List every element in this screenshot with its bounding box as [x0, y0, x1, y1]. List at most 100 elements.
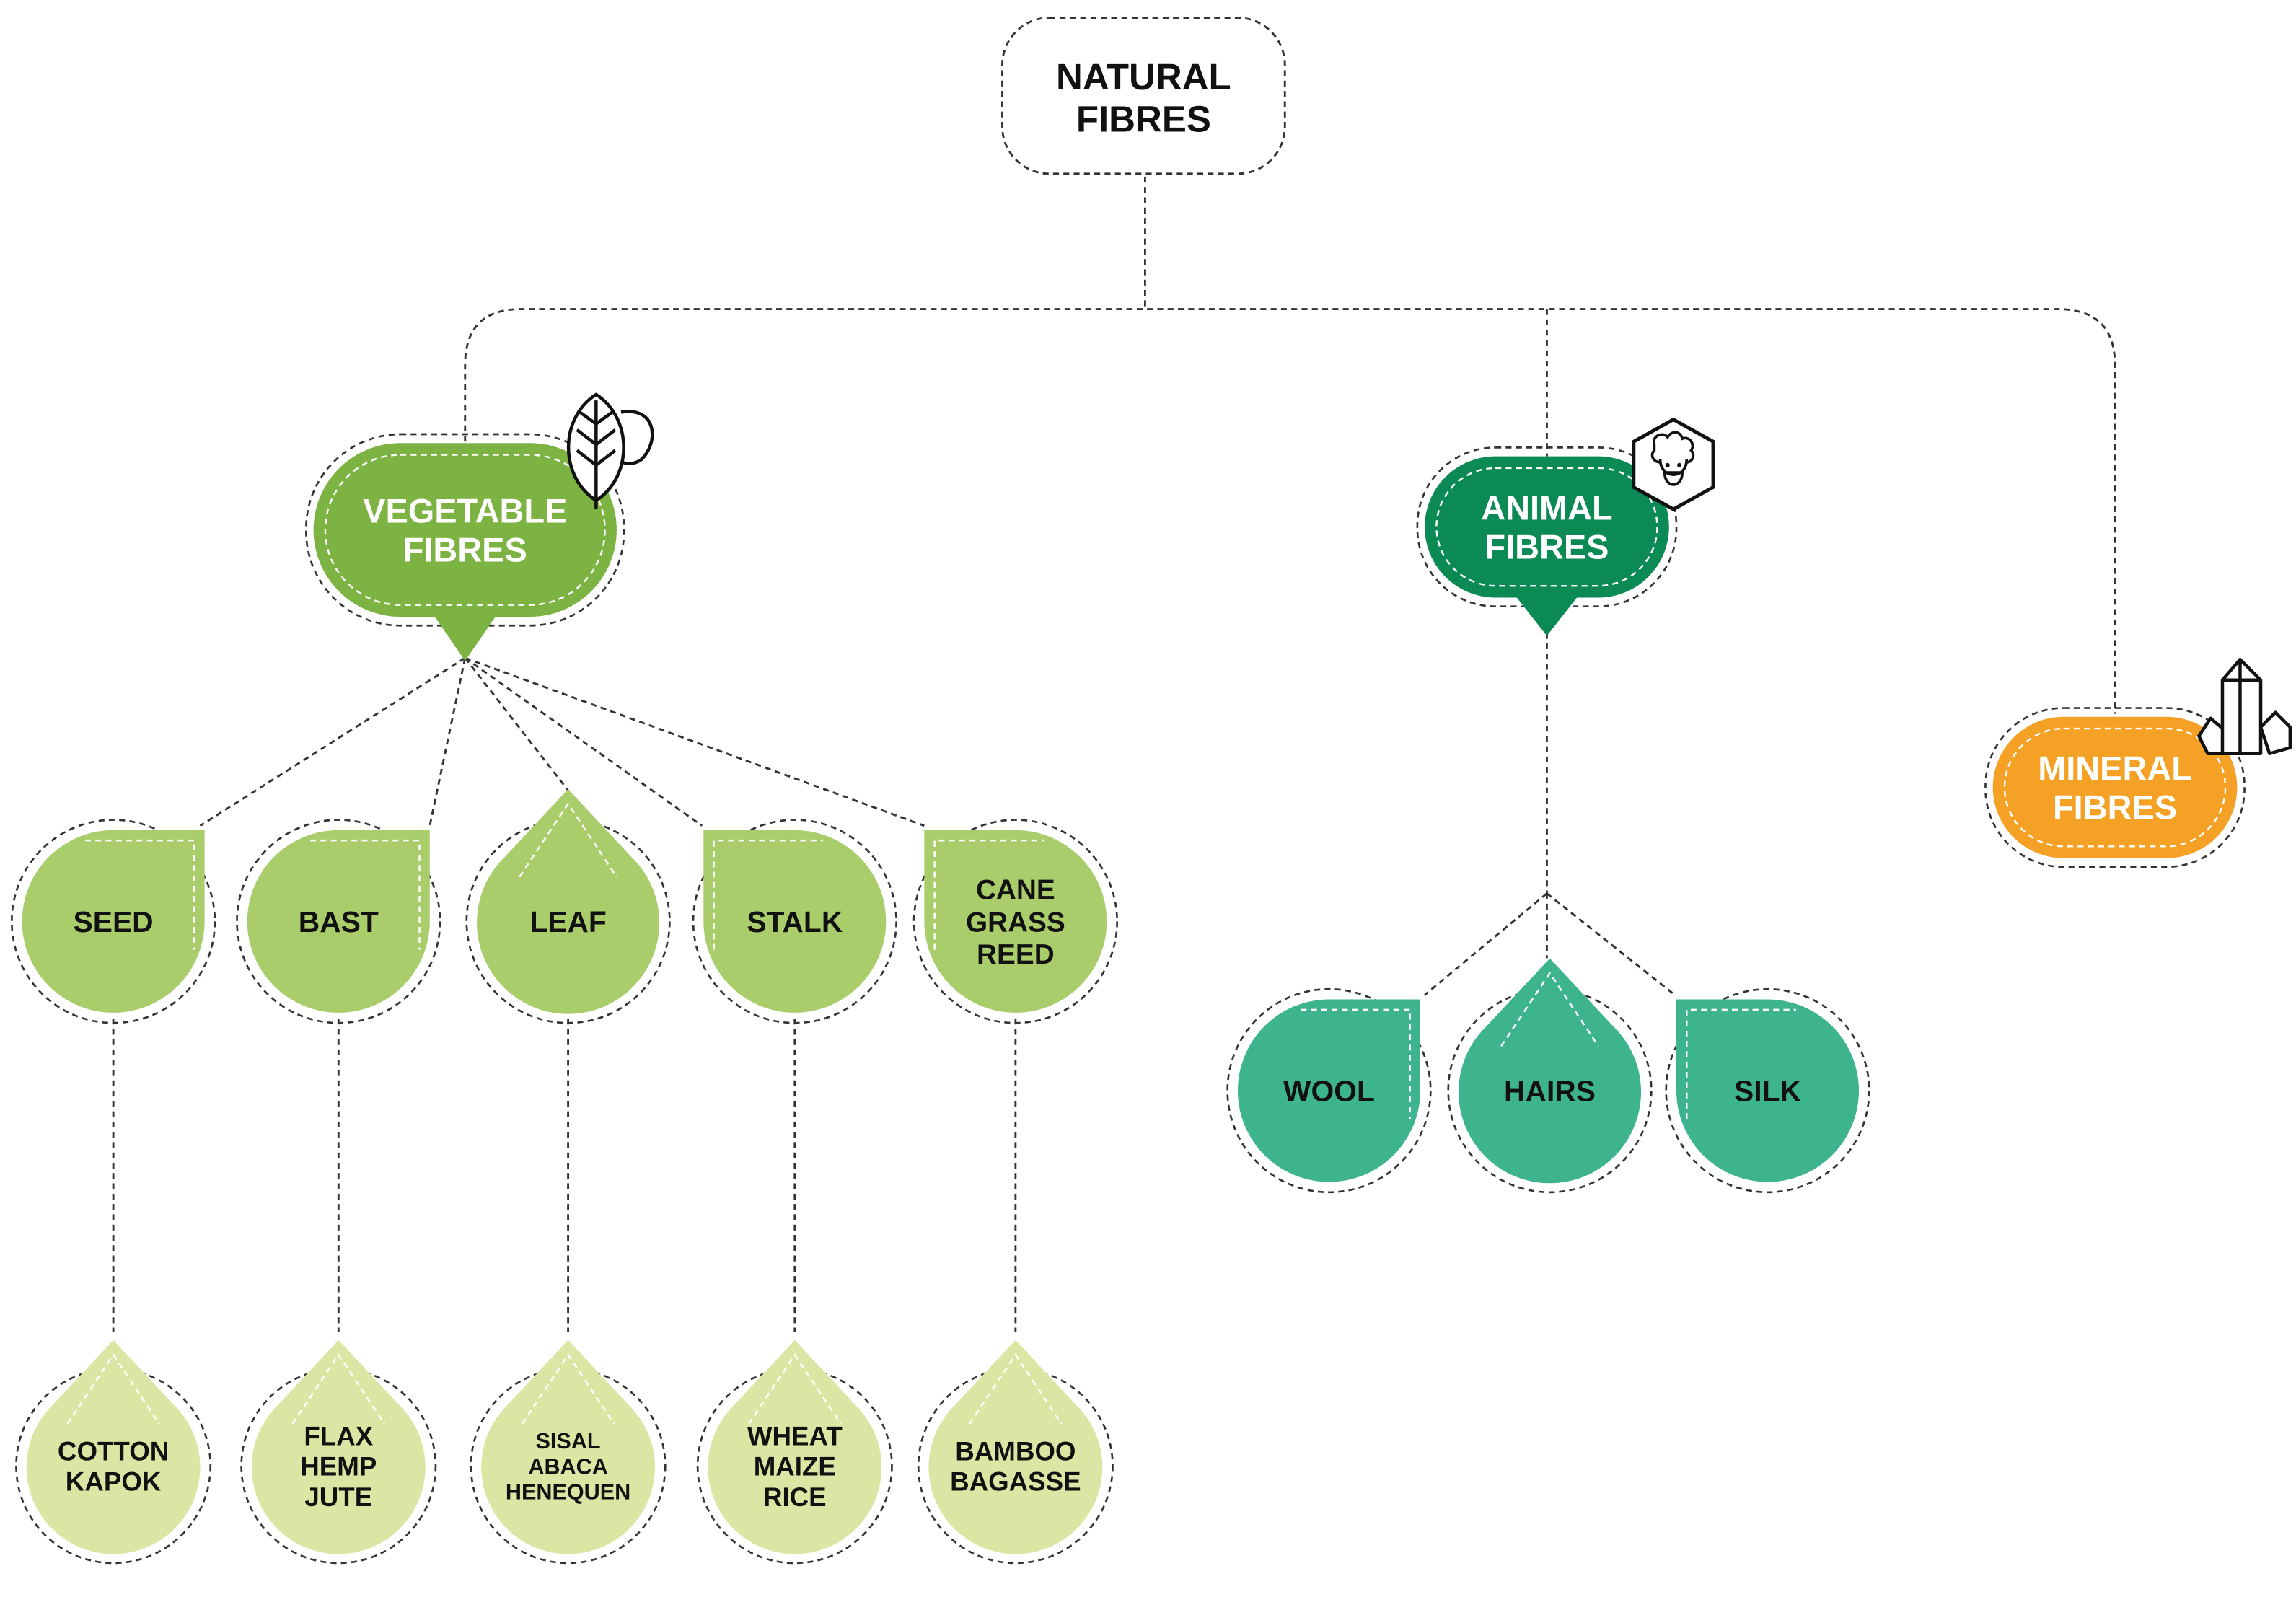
vegetable-fibres-node-shape — [313, 443, 617, 617]
vegetable-example-3-label-line-2: ABACA — [528, 1454, 607, 1479]
vegetable-example-1[interactable] — [15, 1339, 212, 1565]
animal-type-1-outline — [1226, 987, 1432, 1194]
vegetable-example-5-label-line-2: BAGASSE — [950, 1467, 1081, 1497]
mineral-fibres-node-label-line-2: FIBRES — [2053, 789, 2177, 827]
vegetable-type-5-label-line-2: GRASS — [966, 907, 1065, 938]
vegetable-type-4[interactable] — [692, 819, 897, 1024]
mineral-fibres-node[interactable] — [1984, 707, 2246, 868]
vegetable-type-1-label-line-1: SEED — [74, 905, 154, 938]
mineral-fibres-node-outline — [1984, 707, 2246, 868]
vegetable-fibres-node-label-line-2: FIBRES — [403, 532, 527, 569]
vegetable-example-5-shape — [928, 1339, 1103, 1554]
animal-type-2-inner-guide — [1500, 971, 1599, 1047]
vegetable-example-4[interactable] — [696, 1339, 893, 1565]
animal-type-1-shape — [1237, 999, 1420, 1182]
vegetable-example-1-label-line-2: KAPOK — [66, 1467, 162, 1497]
vegetable-type-2-label-line-1: BAST — [299, 905, 379, 938]
vegetable-fibres-node-outline — [305, 433, 625, 627]
vegetable-type-5[interactable] — [912, 819, 1118, 1024]
connectors — [112, 176, 2116, 1332]
mineral-fibres-node-shape — [1992, 716, 2238, 858]
vegetable-type-4-shape — [703, 830, 887, 1013]
root-node-label-line-2: FIBRES — [1076, 98, 1211, 139]
vegetable-example-2-label-line-1: FLAX — [304, 1421, 373, 1451]
root-branch — [464, 308, 2116, 714]
vegetable-example-2-label-line-2: HEMP — [300, 1452, 377, 1482]
animal-type-2-label-line-1: HAIRS — [1504, 1075, 1596, 1108]
animal-type-3-shape — [1676, 999, 1860, 1182]
vegetable-type-5-outline — [912, 819, 1118, 1024]
vegetable-type-3[interactable] — [465, 788, 671, 1024]
vegetable-fibres-node-label-line-1: VEGETABLE — [363, 493, 567, 530]
vegetable-type-4-outline — [692, 819, 897, 1024]
root-node-outline — [1001, 17, 1286, 175]
animal-type-3-label-line-1: SILK — [1734, 1075, 1801, 1108]
animal-type-1[interactable] — [1226, 987, 1432, 1194]
vegetable-type-1-shape — [22, 830, 205, 1013]
animal-fibres-node-pointer — [1514, 594, 1580, 636]
vegetable-type-4-label-line-1: STALK — [747, 905, 843, 938]
vegetable-example-3-inner-guide — [521, 1352, 615, 1425]
root-node-label-line-1: NATURAL — [1056, 56, 1231, 97]
vegetable-type-2[interactable] — [236, 819, 441, 1024]
crystal-icon — [2197, 657, 2292, 756]
vegetable-example-3-label-line-1: SISAL — [536, 1429, 601, 1453]
vegetable-link-4 — [464, 656, 703, 827]
animal-link-3 — [1546, 892, 1676, 996]
animal-type-3-outline — [1665, 987, 1870, 1194]
vegetable-example-4-shape — [708, 1339, 882, 1554]
vegetable-type-5-label-line-3: REED — [977, 939, 1055, 970]
animal-type-3-inner-guide — [1686, 1008, 1796, 1119]
mineral-fibres-node-inner-guide — [2003, 727, 2227, 848]
vegetable-example-5[interactable] — [917, 1339, 1114, 1565]
vegetable-example-4-label-line-3: RICE — [763, 1482, 827, 1512]
vegetable-example-1-shape — [26, 1339, 201, 1554]
animal-fibres-node-inner-guide — [1435, 467, 1658, 587]
root-node[interactable] — [1001, 17, 1286, 175]
vegetable-example-4-label-line-1: WHEAT — [747, 1421, 843, 1451]
vegetable-link-1 — [199, 656, 466, 827]
leaf-icon — [567, 392, 654, 510]
vegetable-example-1-label-line-1: COTTON — [58, 1436, 169, 1466]
vegetable-fibres-node[interactable] — [305, 433, 625, 661]
vegetable-type-2-inner-guide — [310, 839, 421, 950]
sheep-icon — [1632, 417, 1715, 511]
animal-type-1-inner-guide — [1301, 1008, 1411, 1119]
animal-type-2-shape — [1459, 958, 1642, 1184]
vegetable-example-2-label-line-3: JUTE — [304, 1482, 372, 1512]
vegetable-type-5-inner-guide — [933, 839, 1044, 950]
vegetable-type-4-inner-guide — [713, 839, 824, 950]
animal-fibres-node[interactable] — [1416, 446, 1678, 636]
vegetable-link-3 — [464, 657, 569, 791]
animal-type-1-label-line-1: WOOL — [1283, 1075, 1375, 1108]
vegetable-example-2-shape — [251, 1339, 426, 1554]
animal-fibres-node-label-line-2: FIBRES — [1485, 528, 1609, 566]
animal-fibres-node-label-line-1: ANIMAL — [1481, 489, 1612, 527]
vegetable-type-1[interactable] — [10, 819, 216, 1024]
vegetable-type-5-shape — [924, 830, 1107, 1013]
vegetable-link-2 — [428, 657, 467, 827]
animal-link-1 — [1424, 892, 1548, 996]
nodes: NATURALFIBRESVEGETABLEFIBRESANIMALFIBRES… — [10, 17, 2292, 1565]
vegetable-type-3-inner-guide — [519, 802, 617, 878]
vegetable-type-1-inner-guide — [84, 839, 195, 950]
vegetable-example-4-label-line-2: MAIZE — [754, 1452, 836, 1482]
vegetable-type-3-label-line-1: LEAF — [529, 905, 607, 938]
vegetable-example-3[interactable] — [470, 1339, 667, 1565]
vegetable-fibres-node-inner-guide — [324, 454, 606, 606]
vegetable-type-5-label-line-1: CANE — [976, 875, 1055, 906]
vegetable-example-4-inner-guide — [748, 1352, 842, 1425]
vegetable-type-2-shape — [247, 830, 430, 1013]
vegetable-example-1-inner-guide — [66, 1352, 160, 1425]
vegetable-example-5-inner-guide — [969, 1352, 1063, 1425]
vegetable-type-3-shape — [477, 788, 660, 1014]
animal-type-2[interactable] — [1447, 958, 1653, 1194]
vegetable-example-2-inner-guide — [291, 1352, 385, 1425]
vegetable-type-1-outline — [10, 819, 216, 1024]
vegetable-fibres-node-pointer — [432, 613, 498, 661]
animal-type-3[interactable] — [1665, 987, 1870, 1194]
vegetable-example-5-label-line-1: BAMBOO — [955, 1436, 1076, 1466]
animal-fibres-node-shape — [1425, 456, 1669, 598]
vegetable-example-2[interactable] — [240, 1339, 437, 1565]
